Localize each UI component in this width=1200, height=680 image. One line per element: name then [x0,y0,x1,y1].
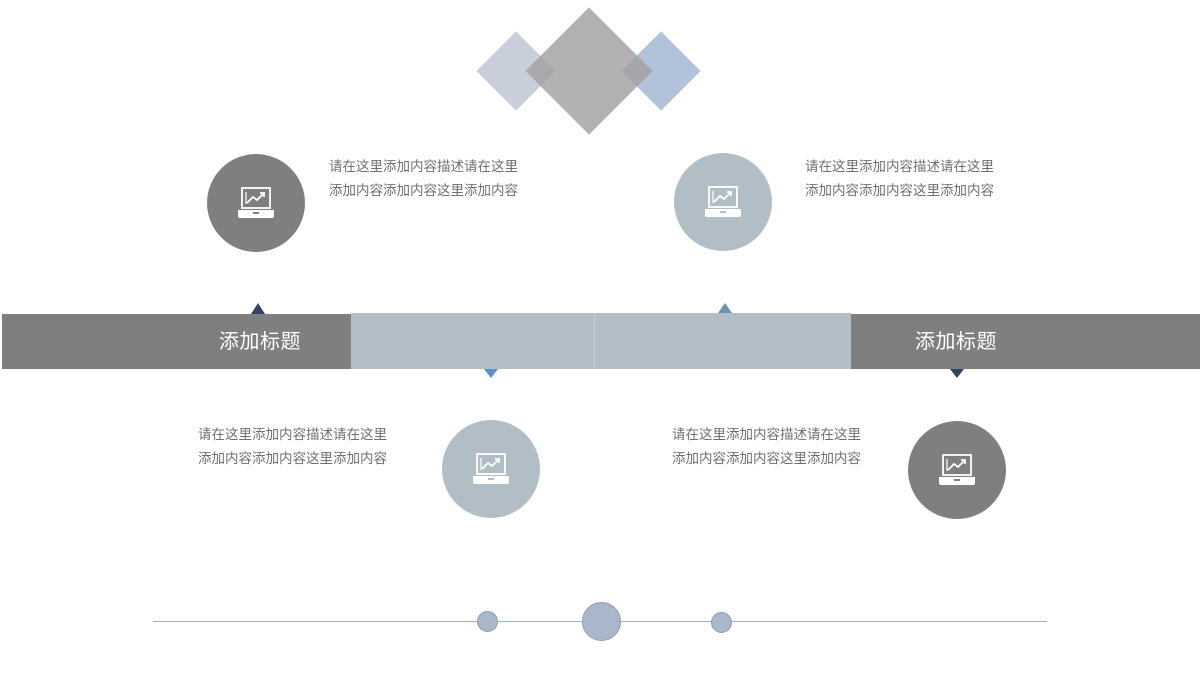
decor-dot-right [711,612,732,633]
item-top-right-description: 请在这里添加内容描述请在这里 添加内容添加内容这里添加内容 [805,155,1035,203]
band-title-right: 添加标题 [915,329,997,353]
item-top-left-line1: 请在这里添加内容描述请在这里 [329,159,518,175]
item-top-right-line2: 添加内容添加内容这里添加内容 [805,183,994,199]
item-bottom-left-icon-circle [442,420,540,518]
item-bottom-right-icon-circle [908,421,1006,519]
band-segment-middle-right [595,313,851,369]
item-bottom-right-description: 请在这里添加内容描述请在这里 添加内容添加内容这里添加内容 [672,423,902,471]
pointer-up-right [718,303,732,313]
item-top-left-line2: 添加内容添加内容这里添加内容 [329,183,518,199]
item-bottom-right-line2: 添加内容添加内容这里添加内容 [672,451,861,467]
band-segment-left [2,314,351,369]
band-divider [594,313,595,369]
band-title-left: 添加标题 [219,329,301,353]
laptop-chart-icon [705,186,741,217]
pointer-up-left [251,303,265,314]
item-top-right-line1: 请在这里添加内容描述请在这里 [805,159,994,175]
item-top-left-description: 请在这里添加内容描述请在这里 添加内容添加内容这里添加内容 [329,155,559,203]
item-bottom-right-line1: 请在这里添加内容描述请在这里 [672,427,861,443]
decor-dot-left [477,611,498,632]
item-top-right-icon-circle [674,153,772,251]
band-segment-middle-left [351,313,594,369]
item-bottom-left-line1: 请在这里添加内容描述请在这里 [198,427,387,443]
laptop-chart-icon [939,454,975,485]
item-top-left-icon-circle [207,154,305,252]
item-bottom-left-line2: 添加内容添加内容这里添加内容 [198,451,387,467]
pointer-down-right [950,369,964,378]
item-bottom-left-description: 请在这里添加内容描述请在这里 添加内容添加内容这里添加内容 [198,423,428,471]
decor-dot-center [582,602,621,641]
laptop-chart-icon [473,453,509,484]
band-segment-right [851,314,1200,369]
decor-diamond-center [525,7,653,135]
laptop-chart-icon [238,187,274,218]
pointer-down-left [484,369,498,378]
